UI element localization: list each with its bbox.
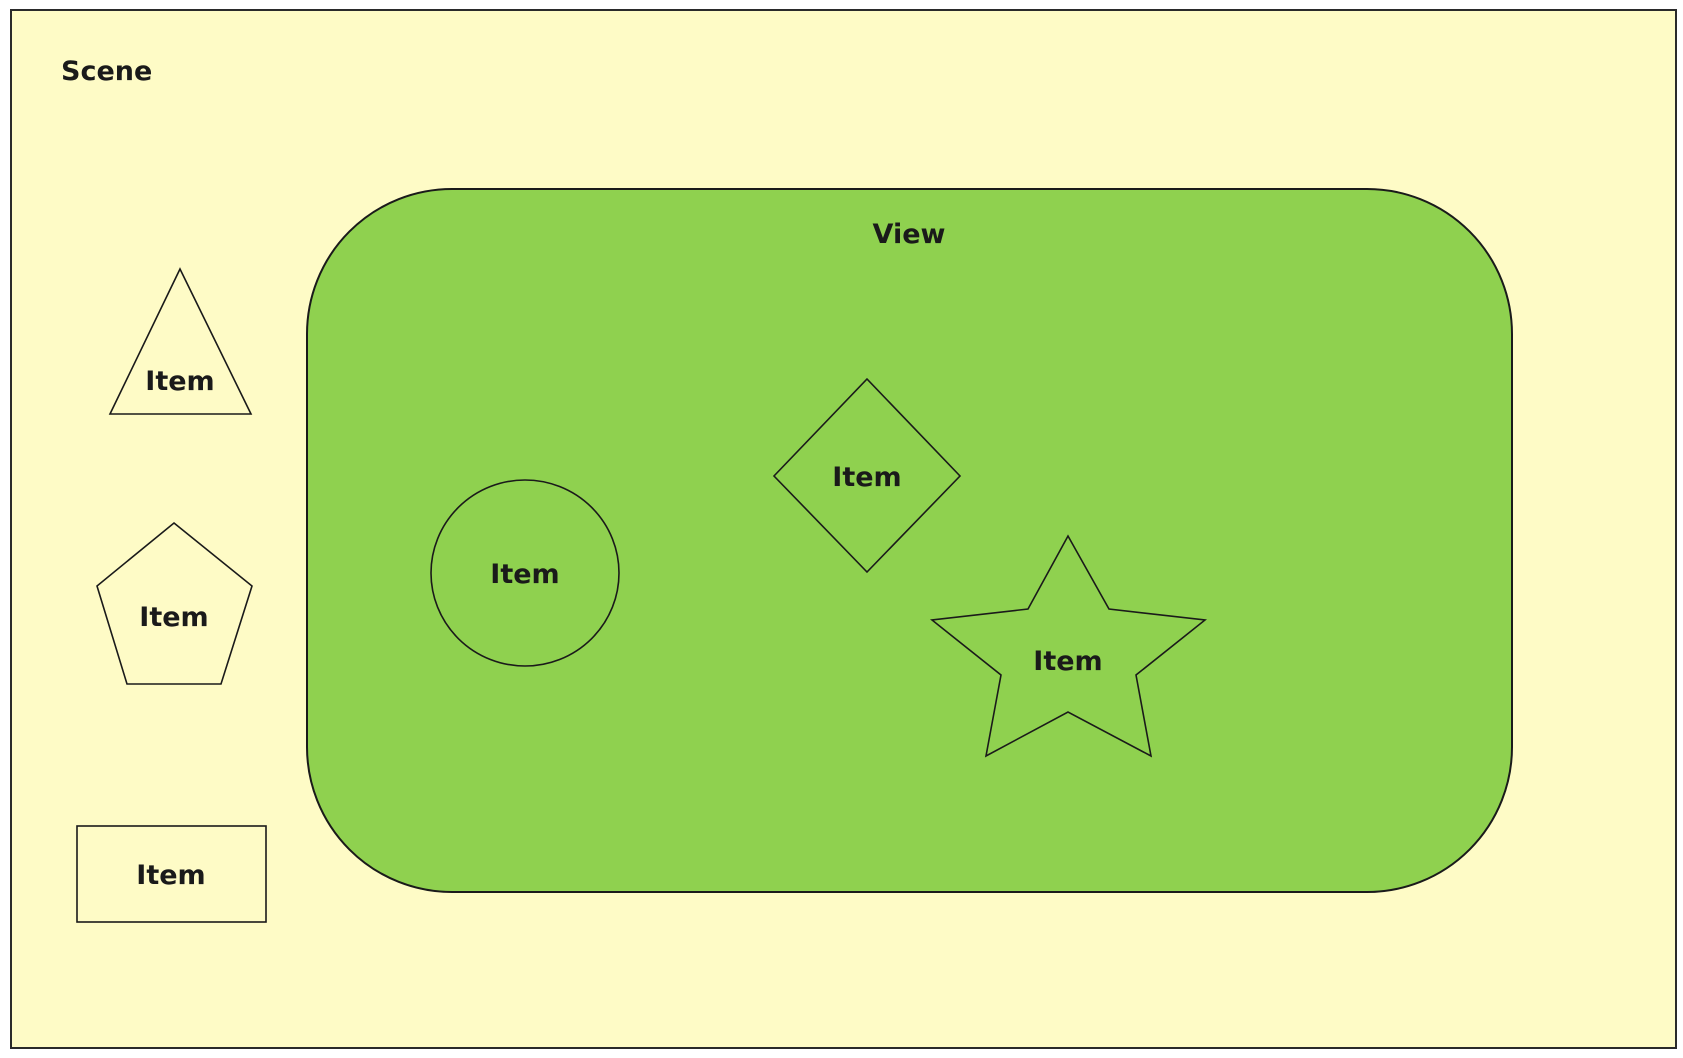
- pentagon-shape: [96, 521, 253, 685]
- triangle-shape: [108, 267, 253, 415]
- view-label: View: [873, 219, 946, 250]
- view-container: View: [306, 188, 1513, 893]
- item-star: Item: [929, 534, 1208, 758]
- rectangle-item-label: Item: [136, 860, 205, 891]
- view-box: [306, 188, 1513, 893]
- item-circle: Item: [430, 479, 620, 667]
- pentagon-item-label: Item: [139, 602, 208, 633]
- item-pentagon: Item: [96, 521, 253, 685]
- item-rectangle: Item: [76, 825, 267, 923]
- star-item-label: Item: [1033, 646, 1102, 677]
- triangle-item-label: Item: [145, 366, 214, 397]
- diamond-shape: [772, 377, 962, 574]
- item-triangle: Item: [108, 267, 253, 415]
- rectangle-shape: [76, 825, 267, 923]
- circle-shape: [430, 479, 620, 667]
- item-diamond: Item: [772, 377, 962, 574]
- diamond-item-label: Item: [832, 462, 901, 493]
- scene-label: Scene: [61, 56, 152, 87]
- star-shape: [929, 534, 1208, 758]
- circle-item-label: Item: [490, 559, 559, 590]
